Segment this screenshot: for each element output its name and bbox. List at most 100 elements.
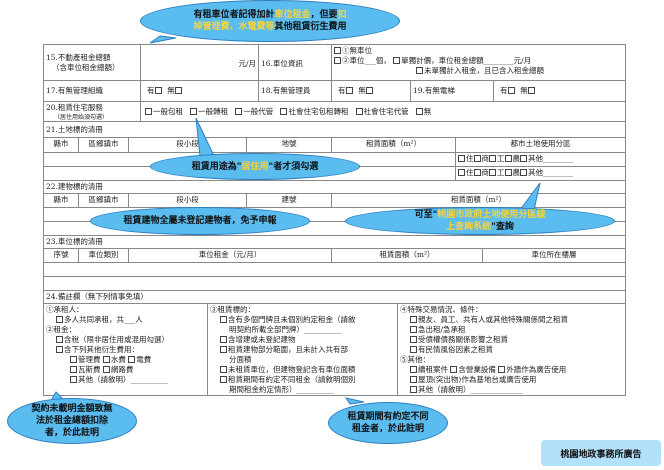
remark-heading: ②租金： <box>46 325 76 334</box>
checkbox[interactable] <box>473 169 481 176</box>
option-label: 未單獨計入租金，且已含入租金總額 <box>424 66 544 75</box>
checkbox[interactable] <box>473 155 481 162</box>
checkbox[interactable] <box>410 366 417 373</box>
checkbox[interactable] <box>527 87 535 94</box>
remark-option: 含稅（限非居住用或混用勾選） <box>64 335 169 344</box>
checkbox[interactable] <box>520 155 527 162</box>
yes-label: 有 <box>338 86 346 95</box>
callout-residential-usage: 租賃用途為"居住用"者才須勾選 <box>150 153 360 180</box>
checkbox[interactable] <box>504 155 512 162</box>
checkbox[interactable] <box>410 346 417 353</box>
checkbox[interactable] <box>415 108 423 115</box>
checkbox[interactable] <box>498 366 506 373</box>
checkbox[interactable] <box>280 108 288 115</box>
checkbox[interactable] <box>102 356 110 363</box>
checkbox[interactable] <box>365 87 373 94</box>
remark-option: 續租案件 <box>418 365 448 374</box>
remark-option: 多人共同承租，共___人 <box>64 315 143 324</box>
checkbox[interactable] <box>56 336 63 343</box>
remarks-col3[interactable]: ④特殊交易情況、條件： 親友、員工、共有人或其他特殊關係間之租賃 急出租/急承租… <box>397 303 626 396</box>
option-label: 社會住宅包租轉租 <box>288 107 349 116</box>
remark-option: 屋頂(突出物)作為基地台或廣告使用 <box>418 375 537 384</box>
remark-option: 含有多個門牌且未個別約定租金（請敘 <box>228 315 356 324</box>
remark-heading: ⑤其他： <box>400 355 430 364</box>
remark-option: 親友、員工、共有人或其他特殊關係間之租賃 <box>418 315 568 324</box>
checkbox[interactable] <box>174 87 182 94</box>
checkbox[interactable] <box>56 346 63 353</box>
checkbox[interactable] <box>334 47 341 54</box>
checkbox[interactable] <box>235 108 243 115</box>
option-label: 無 <box>423 107 432 116</box>
checkbox[interactable] <box>416 67 423 74</box>
checkbox[interactable] <box>220 316 227 323</box>
remark-option: 其他（請敘明）______________ <box>418 385 523 394</box>
checkbox[interactable] <box>410 386 417 393</box>
remark-option: 有民情風俗因素之租賃 <box>418 345 493 354</box>
housing-service-label-line1: 20.租賃住宅服務 <box>46 103 103 112</box>
checkbox[interactable] <box>220 336 227 343</box>
checkbox[interactable] <box>410 336 417 343</box>
checkbox[interactable] <box>458 155 465 162</box>
zoning-label: 住 <box>466 168 474 177</box>
zoning-label: 其他 <box>528 154 543 163</box>
checkbox[interactable] <box>70 366 77 373</box>
option-label: 一般轉租 <box>198 107 229 116</box>
remark-option: 受債權債務關係影響之租賃 <box>418 335 508 344</box>
checkbox[interactable] <box>345 87 353 94</box>
remark-option-cont: 分面積 <box>229 355 252 364</box>
zoning-label: 商 <box>481 154 490 163</box>
remarks-col2[interactable]: ③租賃標的： 含有多個門牌且未個別約定租金（請敘 明契約所載全部門牌）_____… <box>207 303 398 396</box>
checkbox[interactable] <box>145 108 152 115</box>
checkbox[interactable] <box>128 356 136 363</box>
checkbox[interactable] <box>410 316 417 323</box>
remark-heading: ③租賃標的： <box>210 305 255 314</box>
option-label: 社會住宅代管 <box>363 107 409 116</box>
checkbox[interactable] <box>56 316 63 323</box>
checkbox[interactable] <box>102 366 110 373</box>
remark-option: 租賃期間有約定不同租金（請敘明個別 <box>228 375 356 384</box>
remark-option: 未租賃車位，但建物登記含有車位面積 <box>228 365 356 374</box>
checkbox[interactable] <box>410 326 417 333</box>
no-label: 無 <box>358 86 366 95</box>
remark-option: 水費 <box>110 355 126 364</box>
checkbox[interactable] <box>393 57 401 64</box>
checkbox[interactable] <box>507 87 515 94</box>
checkbox[interactable] <box>154 87 162 94</box>
checkbox[interactable] <box>334 57 341 64</box>
checkbox[interactable] <box>220 346 227 353</box>
remarks-col1[interactable]: ①承租人： 多人共同承租，共___人 ②租金： 含稅（限非居住用或混用勾選） 含… <box>43 303 208 396</box>
checkbox[interactable] <box>190 108 198 115</box>
remark-option: 含營業設備 <box>458 365 496 374</box>
checkbox[interactable] <box>355 108 363 115</box>
checkbox[interactable] <box>458 169 465 176</box>
remark-option: 含增建或未登記建物 <box>228 335 296 344</box>
checkbox[interactable] <box>410 376 417 383</box>
option-label: ②車位___個， <box>342 56 391 65</box>
checkbox[interactable] <box>70 356 77 363</box>
checkbox[interactable] <box>489 169 496 176</box>
remark-option: 管理費 <box>78 355 101 364</box>
remark-option-cont: 明契約所載全部門牌）__________ <box>229 325 342 334</box>
callout-period-note: 租賃期間有約定不同租金者，於此註明 <box>328 402 448 444</box>
remark-option: 電費 <box>136 355 152 364</box>
checkbox[interactable] <box>504 169 512 176</box>
zoning-label: 工 <box>497 154 505 163</box>
checkbox[interactable] <box>220 366 227 373</box>
remark-option: 外牆作為廣告使用 <box>506 365 567 374</box>
checkbox[interactable] <box>489 155 496 162</box>
zoning-label: 農 <box>512 154 521 163</box>
remark-heading: ①承租人： <box>46 305 84 314</box>
checkbox[interactable] <box>450 366 458 373</box>
zoning-label: 商 <box>481 168 490 177</box>
yes-label: 有 <box>500 86 508 95</box>
option-label: ①無車位 <box>342 46 372 55</box>
remark-option-cont: 期間租金約定情形）__________ <box>229 385 334 394</box>
checkbox[interactable] <box>220 376 227 383</box>
remark-option: 其他（請敘明）__________ <box>78 375 168 384</box>
callout-zoning-lookup: 可至"桃園市政府土地使用分區線上查詢系統"查詢 <box>345 207 615 235</box>
checkbox[interactable] <box>520 169 527 176</box>
remark-option: 網路費 <box>110 365 134 374</box>
zoning-label: 工 <box>497 168 505 177</box>
checkbox[interactable] <box>70 376 77 383</box>
yes-label: 有 <box>147 86 155 95</box>
